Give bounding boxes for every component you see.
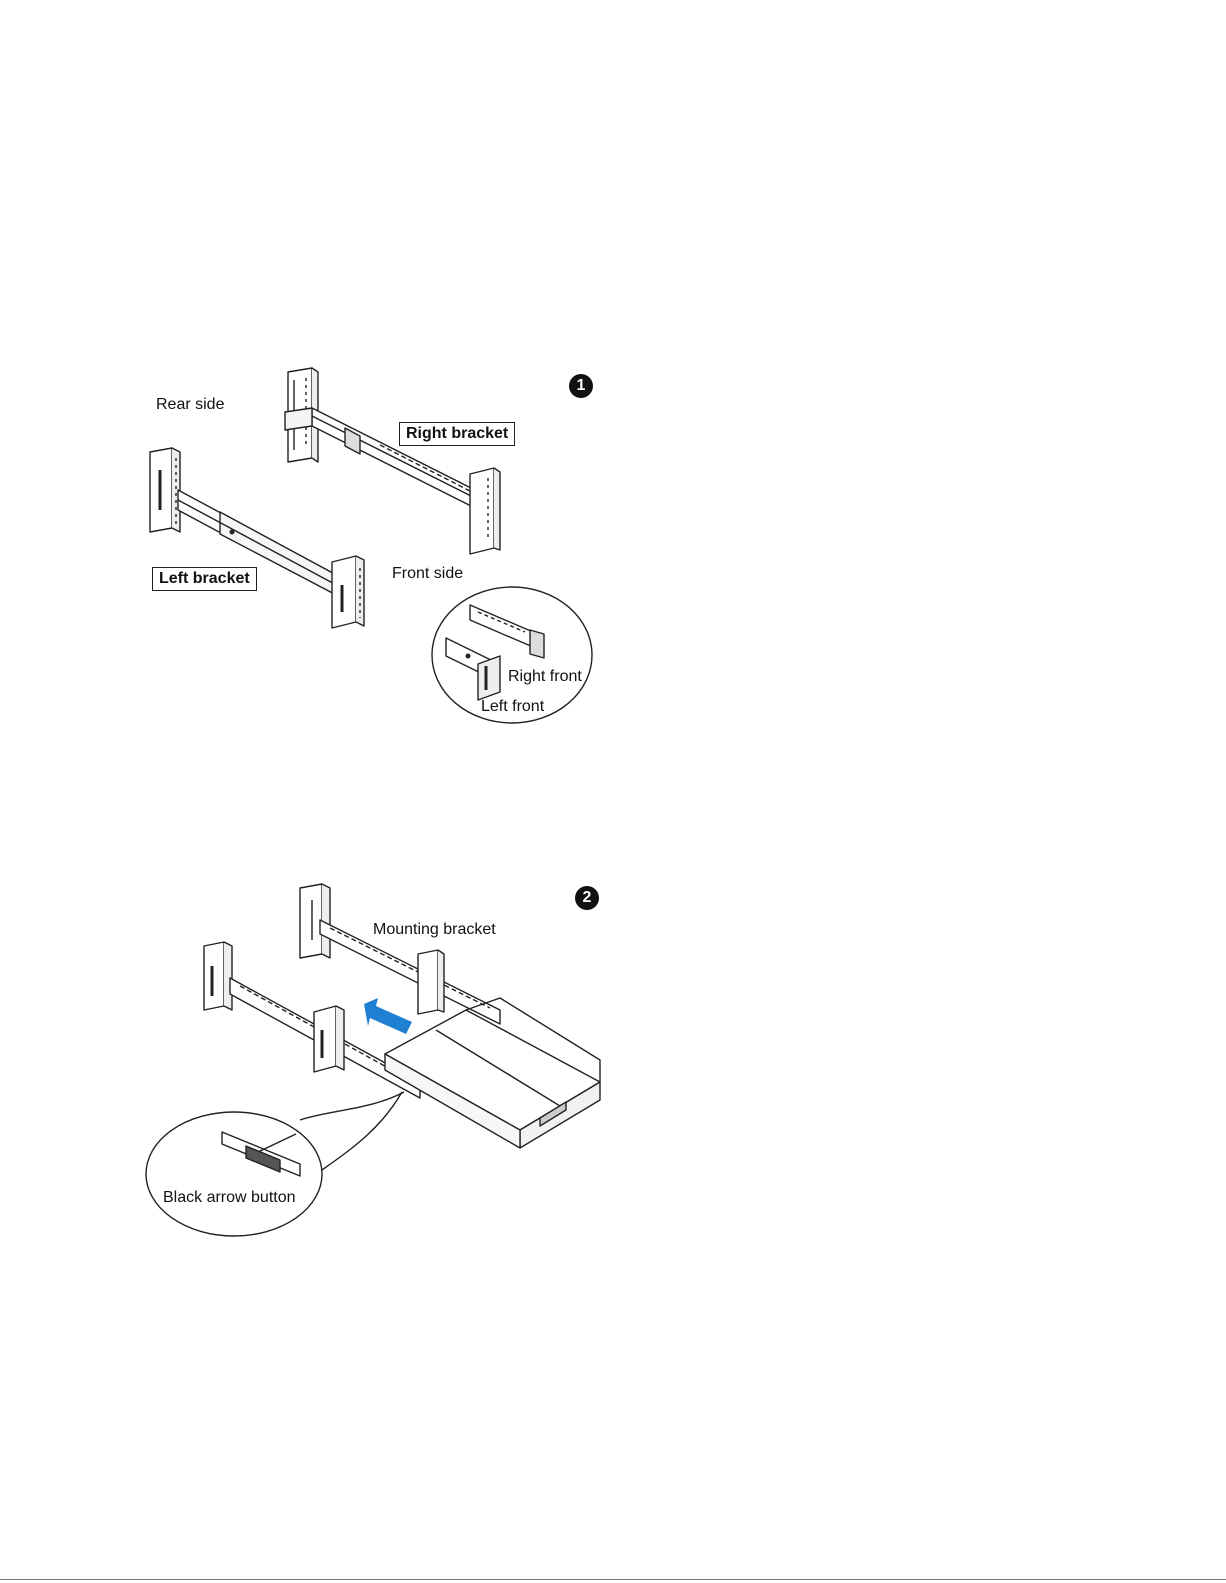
right-front-post xyxy=(470,468,500,554)
page-bottom-rule xyxy=(0,1579,1226,1580)
step-2-badge: 2 xyxy=(575,886,599,910)
figure-step-1: Rear side Right bracket Left bracket Fro… xyxy=(0,350,1226,750)
step-1-badge: 1 xyxy=(569,374,593,398)
detail-circle-button xyxy=(146,1092,404,1236)
left-bracket-label: Left bracket xyxy=(152,567,257,591)
left-front-label: Left front xyxy=(481,699,544,715)
left-front-post xyxy=(332,556,364,628)
rear-side-label: Rear side xyxy=(156,397,224,413)
black-arrow-button-label: Black arrow button xyxy=(163,1190,296,1206)
front-side-label: Front side xyxy=(392,566,463,582)
mounting-bracket-label: Mounting bracket xyxy=(373,922,496,938)
right-front-label: Right front xyxy=(508,669,582,685)
push-arrow-icon xyxy=(364,998,412,1034)
figure-step-2: Mounting bracket Black arrow button 2 xyxy=(0,870,1226,1260)
right-bracket-label: Right bracket xyxy=(399,422,515,446)
left-rear-post xyxy=(150,448,180,532)
